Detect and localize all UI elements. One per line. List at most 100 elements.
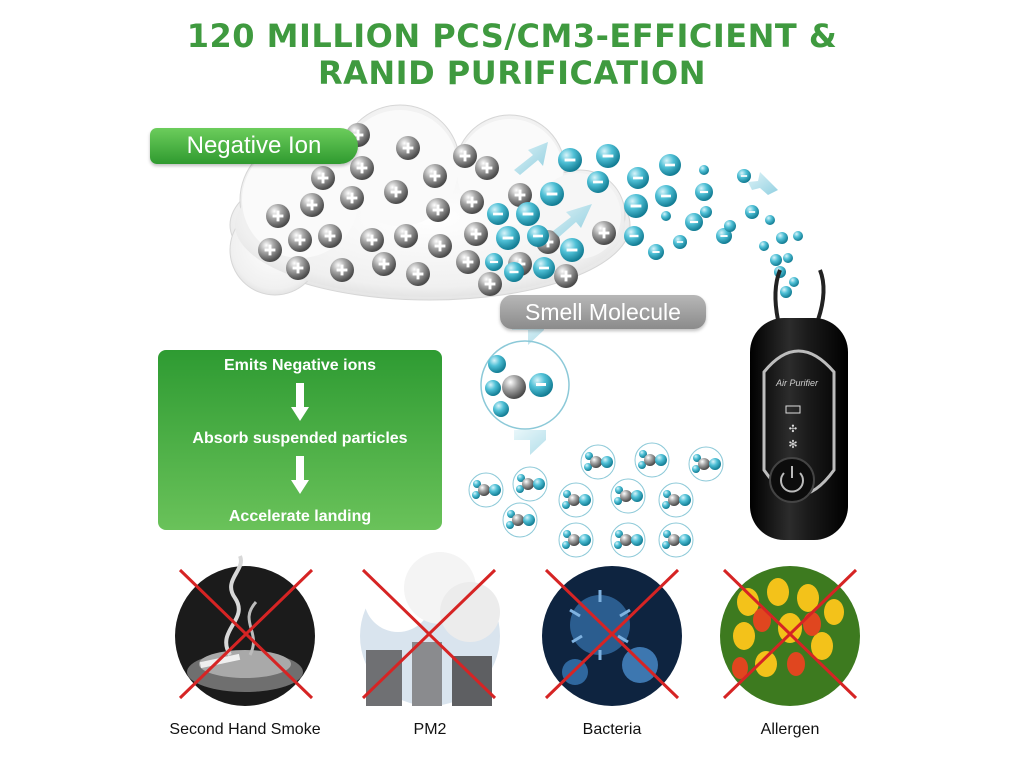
- negative-ion: [770, 254, 782, 266]
- molecule-ion: [679, 534, 691, 546]
- molecule-ion: [579, 494, 591, 506]
- process-panel: Emits Negative ions Absorb suspended par…: [158, 350, 442, 530]
- molecule-ring: [502, 502, 538, 538]
- molecule-ion: [516, 485, 524, 493]
- molecule-ion: [615, 530, 623, 538]
- down-arrow-icon: [291, 383, 309, 421]
- molecule-atom: [620, 490, 632, 502]
- molecule-ion: [585, 452, 593, 460]
- smell-molecule-badge: Smell Molecule: [500, 295, 706, 329]
- molecule-ion: [679, 494, 691, 506]
- negative-ion: [759, 241, 769, 251]
- molecule-ion: [533, 478, 545, 490]
- negative-ion: [776, 232, 788, 244]
- page-title: 120 MILLION PCS/CM3-EFFICIENT & RANID PU…: [0, 18, 1024, 92]
- molecule-atom: [668, 534, 680, 546]
- molecule-ion: [693, 454, 701, 462]
- molecule-ion: [663, 490, 671, 498]
- negative-ion: [789, 277, 799, 287]
- molecule-ion: [562, 501, 570, 509]
- molecule-ring: [558, 522, 594, 558]
- molecule-ion: [517, 474, 525, 482]
- cross-icon-bacteria: [544, 568, 680, 700]
- molecule-atom: [620, 534, 632, 546]
- negative-ion: [765, 215, 775, 225]
- molecule-ring: [580, 444, 616, 480]
- negative-ion: [724, 220, 736, 232]
- molecule-ion: [473, 480, 481, 488]
- molecule-atom: [590, 456, 602, 468]
- negative-ion: [793, 231, 803, 241]
- caption-allergen: Allergen: [760, 721, 820, 738]
- cross-icon-smoke: [178, 568, 314, 700]
- molecule-ion: [709, 458, 721, 470]
- process-step-2: Absorb suspended particles: [192, 430, 408, 447]
- negative-ion: [780, 286, 792, 298]
- molecule-ring: [658, 522, 694, 558]
- target-images: [175, 552, 860, 706]
- molecule-ring: [634, 442, 670, 478]
- device-lanyard: [773, 269, 826, 321]
- air-purifier-device: ✣ ✻: [750, 269, 848, 540]
- molecule-atom: [522, 478, 534, 490]
- process-step-1: Emits Negative ions: [223, 357, 377, 374]
- power-icon: [780, 466, 804, 493]
- ion-mode-icon: ✣: [789, 424, 797, 435]
- molecule-ion: [662, 541, 670, 549]
- title-line-2: RANID PURIFICATION: [317, 54, 707, 92]
- negative-ion: [783, 253, 793, 263]
- molecule-ion: [579, 534, 591, 546]
- molecule-atom: [512, 514, 524, 526]
- process-step-3: Accelerate landing: [228, 508, 372, 525]
- molecule-ion: [662, 501, 670, 509]
- negative-ion: [699, 165, 709, 175]
- molecule-ion: [601, 456, 613, 468]
- molecule-atom: [644, 454, 656, 466]
- negative-ion: [700, 206, 712, 218]
- molecule-ion: [614, 541, 622, 549]
- molecule-ion: [638, 461, 646, 469]
- dust-particles: [258, 123, 616, 296]
- title-line-1: 120 MILLION PCS/CM3-EFFICIENT &: [186, 17, 838, 55]
- battery-indicator-icon: [785, 405, 801, 414]
- cross-icon-pm2: [361, 568, 497, 700]
- molecule-ion: [472, 491, 480, 499]
- negative-ion: [661, 211, 671, 221]
- molecule-ion: [562, 541, 570, 549]
- molecule-ring: [658, 482, 694, 518]
- captured-molecules: [468, 442, 724, 558]
- red-cross-marks: [178, 568, 858, 700]
- molecule-ion: [523, 514, 535, 526]
- molecule-ion: [489, 484, 501, 496]
- molecule-ion: [563, 490, 571, 498]
- negative-ions: [485, 144, 803, 298]
- molecule-atom: [478, 484, 490, 496]
- molecule-ion: [631, 490, 643, 502]
- molecule-ion: [631, 534, 643, 546]
- molecule-ion: [615, 486, 623, 494]
- molecule-ring: [512, 466, 548, 502]
- molecule-ion: [506, 521, 514, 529]
- molecule-ion: [692, 465, 700, 473]
- smell-molecule-large: [480, 340, 570, 430]
- molecule-ion: [584, 463, 592, 471]
- down-arrow-icon: [291, 456, 309, 494]
- molecule-ring: [610, 478, 646, 514]
- fan-icon: ✻: [788, 438, 797, 451]
- molecule-atom: [698, 458, 710, 470]
- cross-icon-allergen: [722, 568, 858, 700]
- molecule-atom: [568, 534, 580, 546]
- molecule-ring: [688, 446, 724, 482]
- device-label: Air Purifier: [775, 378, 818, 388]
- caption-pm2: PM2: [413, 721, 447, 738]
- molecule-ring: [468, 472, 504, 508]
- molecule-ring: [558, 482, 594, 518]
- molecule-atom: [668, 494, 680, 506]
- negative-ion-badge: Negative Ion: [150, 128, 358, 164]
- power-button[interactable]: [769, 457, 815, 503]
- molecule-ion: [655, 454, 667, 466]
- molecule-ion: [663, 530, 671, 538]
- molecule-ion: [507, 510, 515, 518]
- caption-second-hand-smoke: Second Hand Smoke: [169, 721, 321, 738]
